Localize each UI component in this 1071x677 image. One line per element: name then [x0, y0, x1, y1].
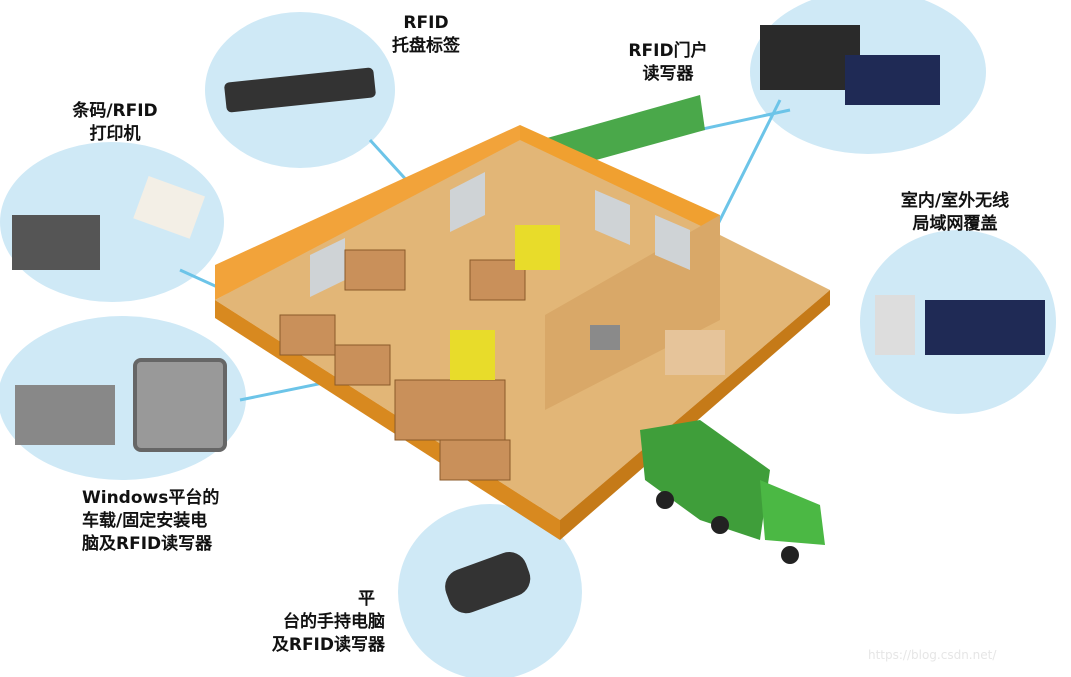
label-line: Windows平台的: [82, 488, 220, 508]
vehicle-printer-device: [15, 385, 115, 445]
label-line: RFID: [403, 13, 449, 33]
pallet-tag-device: [224, 67, 376, 113]
watermark: https://blog.csdn.net/: [868, 648, 997, 662]
label-line: 车载/固定安装电: [82, 511, 208, 531]
label-printer: 条码/RFID 打印机: [72, 100, 157, 146]
label-line: 条码/RFID: [72, 101, 158, 121]
green-trailer: [540, 95, 705, 170]
access-point-device: [875, 295, 915, 355]
label-sample: [133, 175, 206, 239]
label-handheld: 平 台的手持电脑 及RFID读写器: [250, 588, 385, 657]
label-line: 读写器: [642, 64, 694, 84]
printer-device: [12, 215, 100, 270]
label-line: 打印机: [89, 124, 141, 144]
label-wireless-lan: 室内/室外无线 局域网覆盖: [901, 190, 1009, 236]
forklift: [450, 330, 495, 380]
label-line: 及RFID读写器: [271, 635, 385, 655]
warehouse: [215, 125, 830, 540]
truck: [640, 420, 825, 564]
label-line: 局域网覆盖: [912, 214, 998, 234]
label-line: RFID门户: [628, 41, 708, 61]
vehicle-computer-device: [133, 358, 227, 452]
office-desk: [665, 330, 725, 375]
label-line: 脑及RFID读写器: [82, 534, 213, 554]
label-portal-reader: RFID门户 读写器: [628, 40, 707, 86]
label-vehicle-mount: Windows平台的 车载/固定安装电 脑及RFID读写器: [82, 487, 219, 556]
handheld-device: [445, 552, 531, 614]
label-line: 台的手持电脑: [283, 612, 385, 632]
forklift: [515, 225, 560, 270]
label-line: 平: [358, 589, 375, 609]
label-line: 室内/室外无线: [900, 191, 1010, 211]
label-line: 托盘标签: [392, 36, 460, 56]
portal-reader-device: [760, 25, 860, 90]
wlan-router-device: [925, 300, 1045, 355]
portal-reader-device-2: [845, 55, 940, 105]
label-pallet-tag: RFID 托盘标签: [392, 12, 460, 58]
